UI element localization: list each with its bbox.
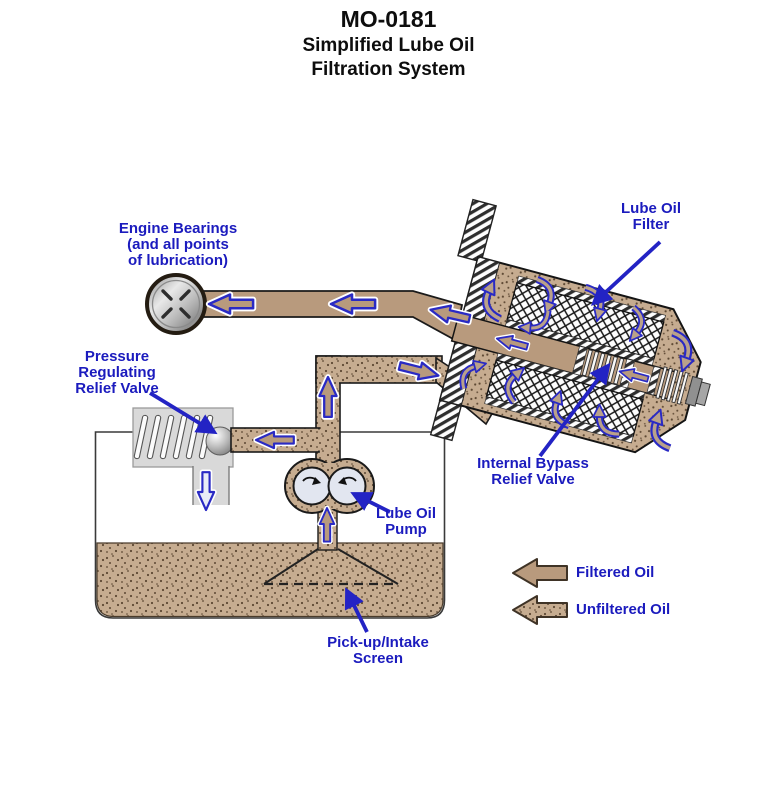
pointer-pressure-relief-valve (149, 391, 218, 435)
drawing-number: MO-0181 (340, 6, 437, 32)
pointer-lube-oil-pump (350, 492, 391, 514)
label-pointer-arrows (149, 240, 662, 633)
engine-bearing (145, 273, 207, 335)
legend-unfiltered-arrow (512, 595, 568, 625)
label-pickup-intake-screen: Pick-up/Intake Screen (327, 634, 429, 668)
label-internal-bypass-relief-valve: Internal Bypass Relief Valve (477, 455, 589, 489)
legend-unfiltered-label: Unfiltered Oil (576, 601, 671, 618)
pickup-intake-screen (263, 548, 399, 586)
pump-gear-left (292, 466, 332, 506)
pointer-pickup-screen (344, 587, 369, 633)
title-line3: Filtration System (311, 59, 466, 81)
legend (512, 558, 568, 625)
pointer-lube-oil-filter (590, 240, 662, 306)
title-block: MO-0181 Simplified Lube Oil Filtration S… (0, 5, 777, 82)
legend-filtered-arrow (512, 558, 568, 588)
legend-filtered-label: Filtered Oil (576, 564, 655, 581)
pointer-internal-bypass (538, 362, 611, 458)
lube-oil-pump (284, 458, 375, 514)
title-line2: Simplified Lube Oil (302, 34, 475, 56)
filter-end-spring-bolt (646, 365, 711, 407)
label-lube-oil-pump: Lube Oil Pump (376, 505, 436, 539)
label-engine-bearings: Engine Bearings (and all points of lubri… (118, 220, 238, 270)
label-pressure-regulating-relief-valve: Pressure Regulating Relief Valve (75, 348, 159, 398)
lube-oil-filter-assembly (429, 198, 711, 454)
label-lube-oil-filter: Lube Oil Filter (621, 200, 681, 234)
